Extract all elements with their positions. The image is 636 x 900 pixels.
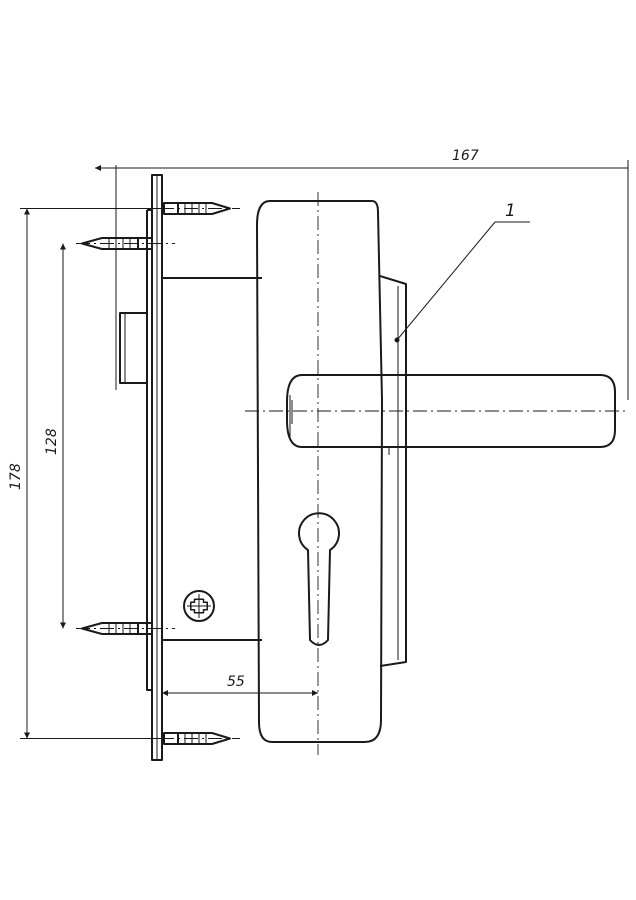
dim-label-55: 55 xyxy=(227,674,245,690)
dim-label-167: 167 xyxy=(452,148,479,164)
back-plate xyxy=(379,275,407,667)
lock-body xyxy=(146,209,262,691)
dim-label-128: 128 xyxy=(44,428,60,455)
escutcheon-plate xyxy=(256,200,383,743)
keyhole xyxy=(298,512,340,646)
part-callout: 1 xyxy=(394,201,530,343)
callout-label-1: 1 xyxy=(505,201,516,221)
dimension-screw-spacing: 128 xyxy=(44,243,66,629)
screw-head-icon xyxy=(183,590,215,622)
faceplate xyxy=(151,174,163,761)
wood-screw-lower-left xyxy=(81,622,153,635)
dimension-overall-width: 167 xyxy=(95,148,629,400)
centre-lines xyxy=(76,192,628,755)
dimension-backset: 55 xyxy=(162,674,318,696)
wood-screws xyxy=(81,202,231,745)
dim-label-178: 178 xyxy=(8,463,24,490)
wood-screw-upper-left xyxy=(81,237,153,250)
lever-handle xyxy=(286,374,616,455)
dimension-overall-height: 178 xyxy=(8,208,160,739)
latch-bolt xyxy=(119,312,148,384)
